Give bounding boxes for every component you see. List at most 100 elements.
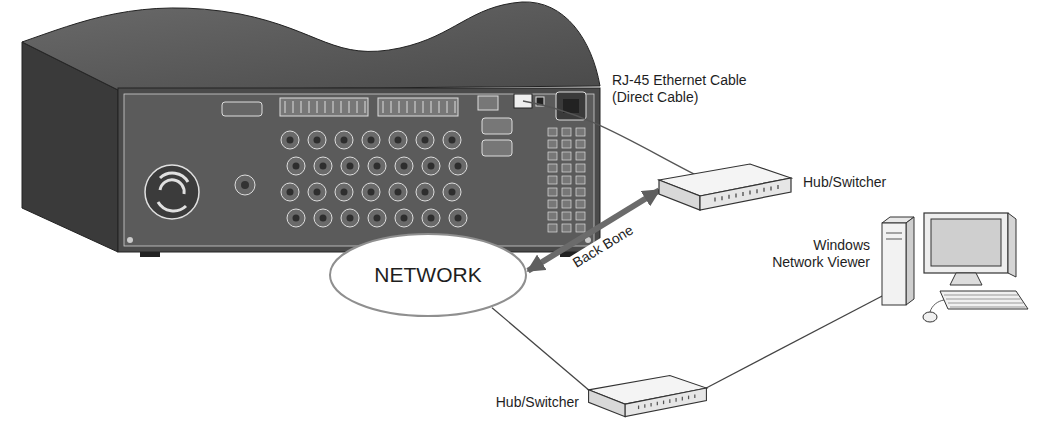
bnc-port bbox=[308, 183, 326, 201]
hub-led bbox=[669, 399, 670, 403]
tower-front bbox=[882, 223, 906, 305]
dvr-rear-panel bbox=[118, 88, 600, 252]
network-viewer-pc-shape bbox=[878, 205, 1030, 330]
dvr-panel-inset bbox=[124, 94, 594, 246]
hub-switch: Hub/Switcher bbox=[655, 160, 795, 216]
bnc-port bbox=[395, 209, 413, 227]
bnc-pin bbox=[241, 181, 249, 189]
bnc-pin bbox=[320, 163, 327, 170]
network-cloud: NETWORK bbox=[328, 232, 528, 318]
bnc-port bbox=[341, 209, 359, 227]
terminal-pin bbox=[301, 101, 302, 113]
bnc-port bbox=[416, 131, 434, 149]
terminal-pins bbox=[285, 101, 455, 113]
hub-led bbox=[663, 401, 664, 405]
fan-blades bbox=[158, 173, 188, 211]
terminal-grid bbox=[548, 128, 585, 232]
hub-led bbox=[644, 404, 645, 408]
bnc-pin bbox=[368, 189, 375, 196]
tower-side bbox=[906, 217, 914, 305]
hub-led bbox=[657, 402, 658, 406]
bnc-pin bbox=[374, 215, 381, 222]
bnc-port bbox=[335, 131, 353, 149]
monitor-side bbox=[1008, 213, 1016, 277]
terminal-pin bbox=[576, 188, 585, 196]
bnc-pin bbox=[449, 137, 456, 144]
bnc-pin bbox=[455, 215, 462, 222]
bnc-port bbox=[281, 131, 299, 149]
foot bbox=[140, 252, 160, 257]
cable-label: RJ-45 Ethernet Cable (Direct Cable) bbox=[612, 72, 790, 106]
bnc-pin bbox=[293, 163, 300, 170]
bnc-port bbox=[389, 183, 407, 201]
hub-led bbox=[721, 196, 722, 200]
db-connector bbox=[222, 102, 262, 116]
terminal-pin bbox=[325, 101, 326, 113]
terminal-pin bbox=[423, 101, 424, 113]
bnc-port bbox=[422, 209, 440, 227]
terminal-pin bbox=[357, 101, 358, 113]
bnc-pin bbox=[428, 215, 435, 222]
hub-led bbox=[638, 406, 639, 410]
bnc-pin bbox=[287, 189, 294, 196]
monitor bbox=[924, 213, 1008, 273]
bnc-port bbox=[368, 209, 386, 227]
terminal-pin bbox=[548, 140, 557, 148]
bnc-port bbox=[449, 209, 467, 227]
monitor-screen bbox=[931, 219, 1001, 266]
mouse-cable bbox=[930, 300, 944, 312]
terminal-pin bbox=[576, 176, 585, 184]
bnc-pin bbox=[401, 163, 408, 170]
bnc-pin bbox=[314, 137, 321, 144]
terminal-block bbox=[378, 98, 458, 116]
fan bbox=[145, 165, 199, 219]
node-label: Hub/Switcher bbox=[803, 174, 886, 191]
hub-led bbox=[675, 398, 676, 402]
bnc-pin bbox=[422, 189, 429, 196]
screw bbox=[127, 237, 133, 243]
terminal-pin bbox=[548, 176, 557, 184]
terminal-pin bbox=[293, 101, 294, 113]
hub-led bbox=[682, 397, 683, 401]
terminal-pin bbox=[562, 200, 571, 208]
bnc-port bbox=[314, 209, 332, 227]
terminal-pin bbox=[383, 101, 384, 113]
keyboard-keys bbox=[946, 299, 1021, 300]
terminal-block bbox=[280, 98, 368, 116]
terminal-pin bbox=[415, 101, 416, 113]
bnc-pin bbox=[455, 163, 462, 170]
monitor-stand bbox=[950, 273, 982, 285]
bnc-port bbox=[314, 157, 332, 175]
hub-led bbox=[742, 192, 743, 196]
bnc-pin bbox=[449, 189, 456, 196]
bnc-pin bbox=[428, 163, 435, 170]
usb-port bbox=[478, 96, 498, 110]
node-label: Windows Network Viewer bbox=[758, 237, 870, 271]
hub-led bbox=[714, 198, 715, 202]
bnc-port bbox=[308, 131, 326, 149]
terminal-pin bbox=[391, 101, 392, 113]
terminal-pin bbox=[439, 101, 440, 113]
terminal-pin bbox=[455, 101, 456, 113]
terminal-pin bbox=[407, 101, 408, 113]
keyboard-keys bbox=[948, 303, 1023, 304]
terminal-pin bbox=[317, 101, 318, 113]
terminal-pin bbox=[309, 101, 310, 113]
bnc-port bbox=[287, 209, 305, 227]
ethernet-cable bbox=[523, 101, 702, 178]
serial-port bbox=[482, 140, 512, 156]
terminal-pin bbox=[576, 152, 585, 160]
dvr-top bbox=[22, 2, 600, 90]
bnc-port bbox=[281, 183, 299, 201]
terminal-pin bbox=[562, 128, 571, 136]
node-label: NETWORK bbox=[374, 262, 481, 287]
bnc-pin bbox=[422, 137, 429, 144]
hub-led bbox=[777, 185, 778, 189]
drive-bay bbox=[886, 239, 902, 240]
bnc-pin bbox=[395, 137, 402, 144]
terminal-pin bbox=[562, 152, 571, 160]
terminal-pin bbox=[576, 128, 585, 136]
hub-side bbox=[589, 390, 626, 417]
bnc-pin bbox=[314, 189, 321, 196]
mouse bbox=[923, 312, 937, 322]
